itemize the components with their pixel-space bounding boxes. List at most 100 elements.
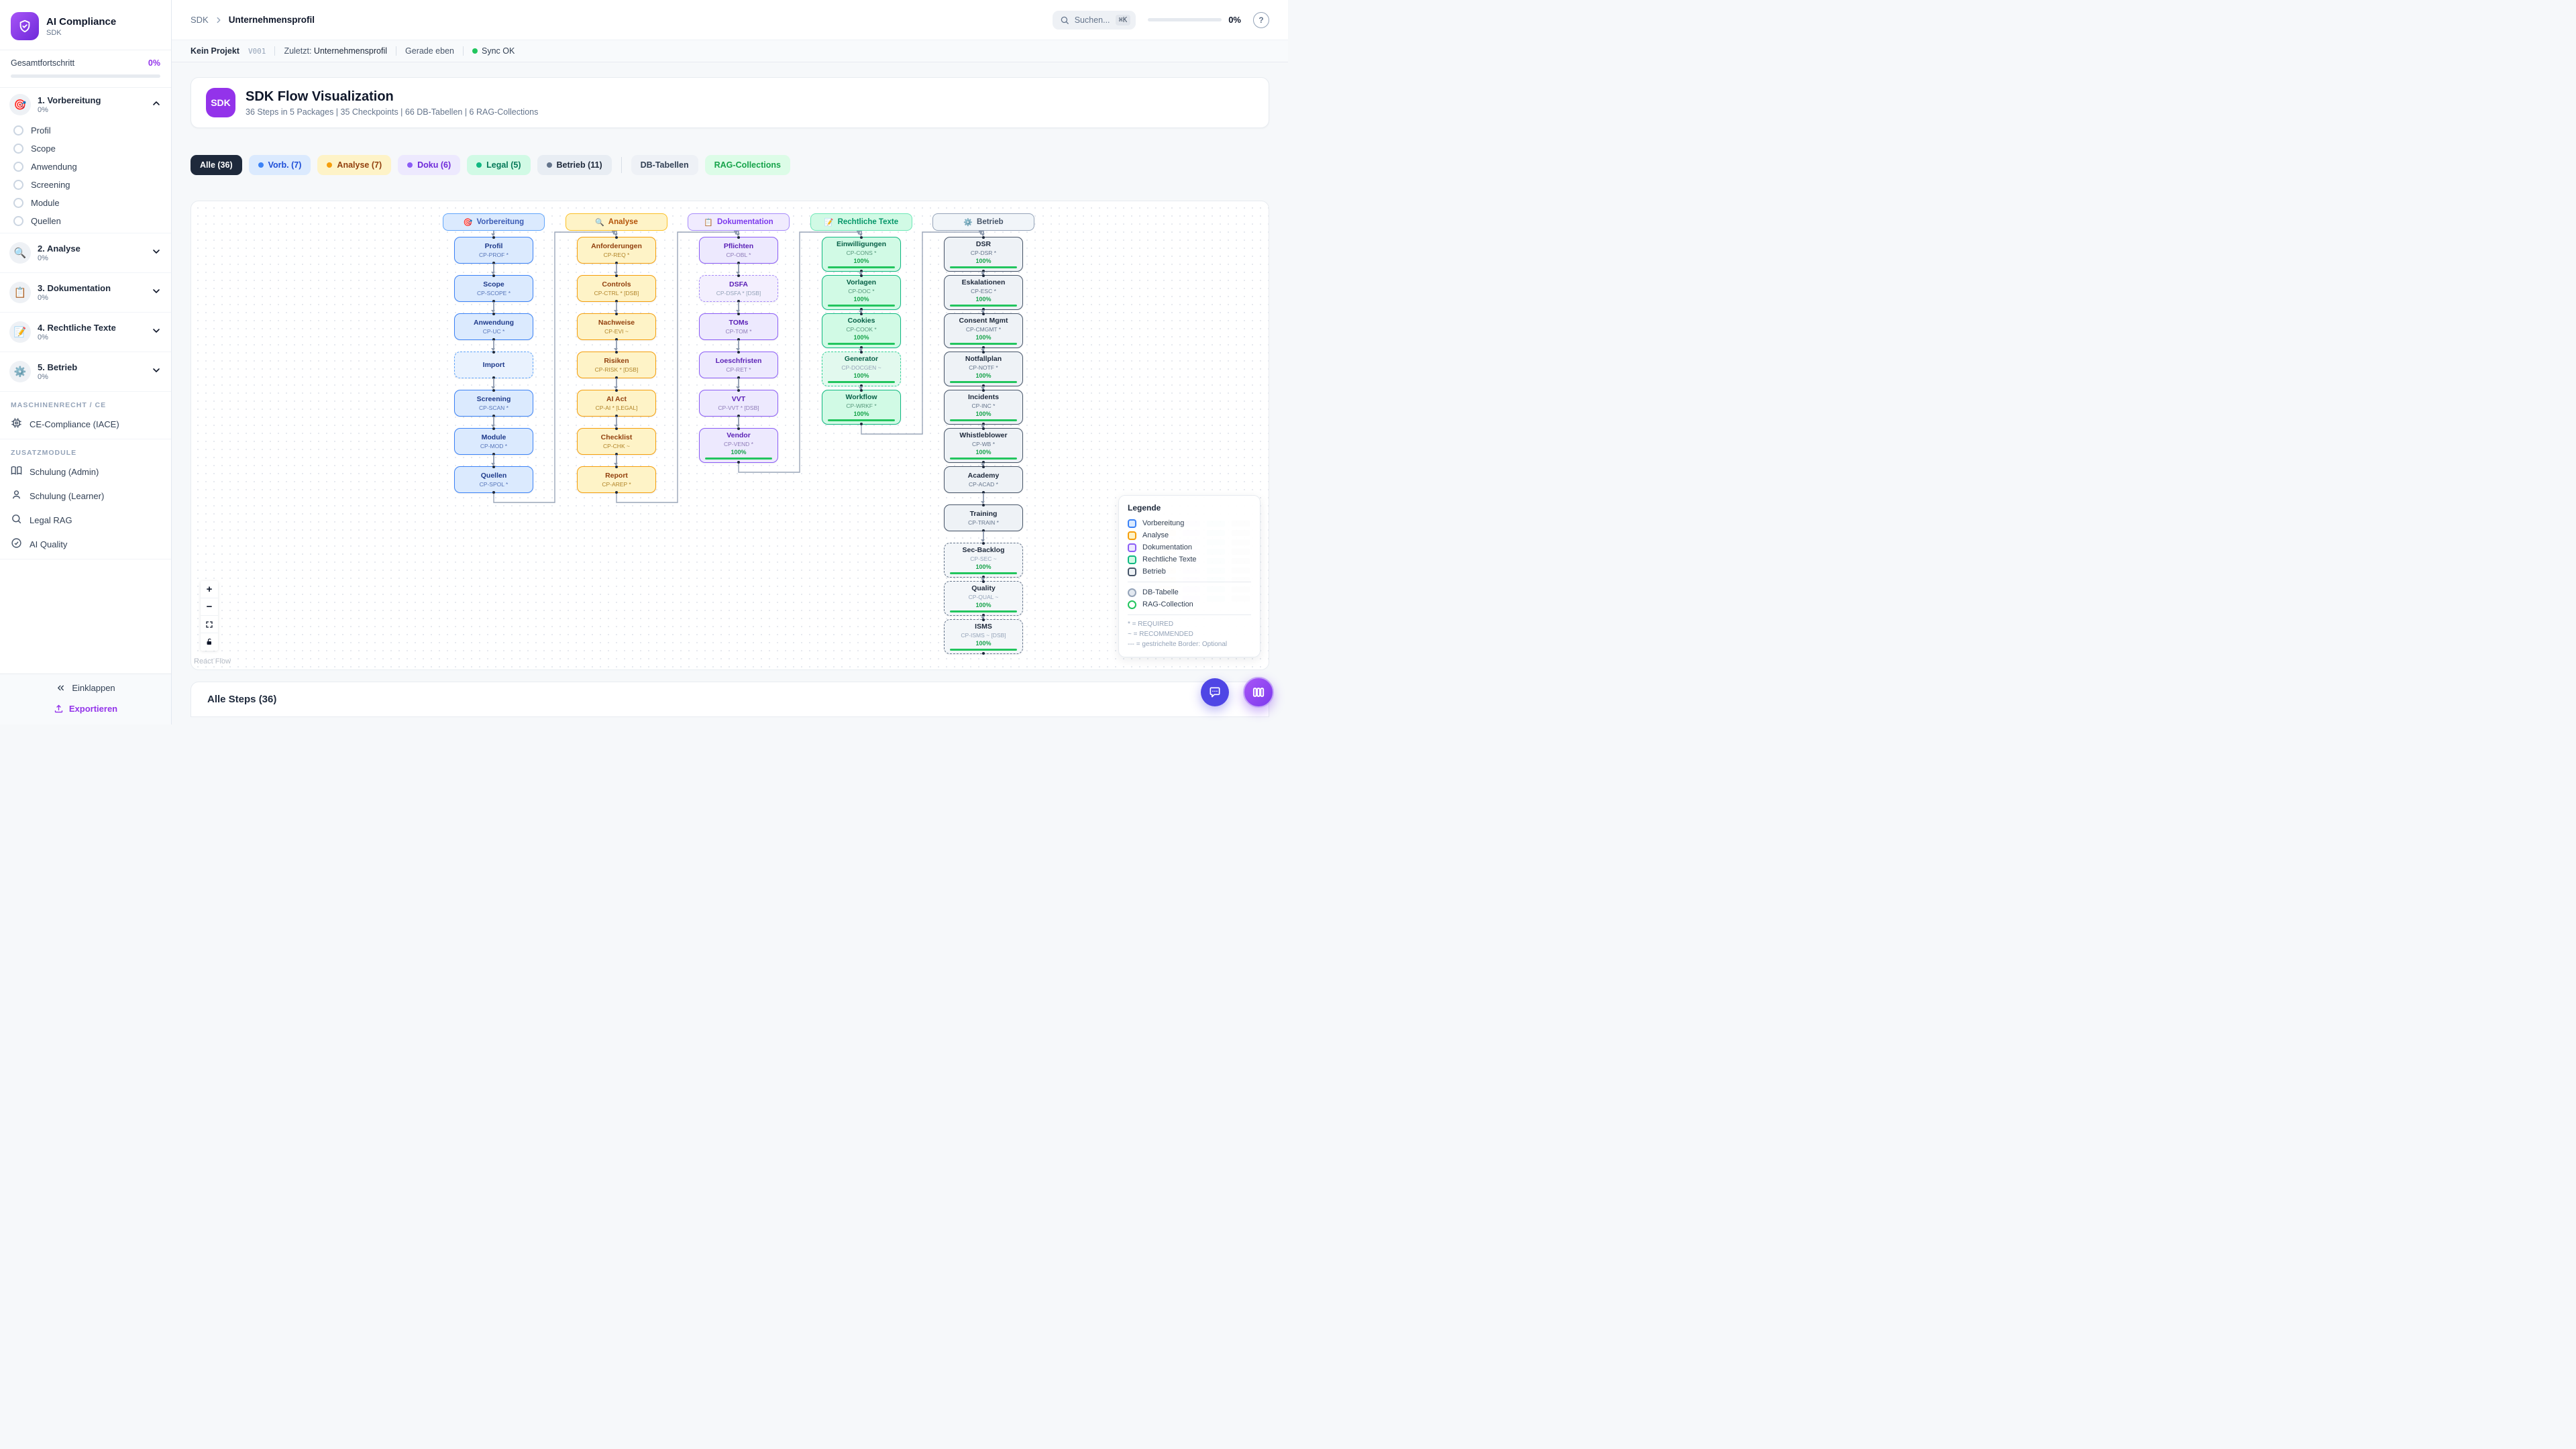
flow-edge	[492, 302, 495, 313]
filter-chip-alle-36-[interactable]: Alle (36)	[191, 155, 242, 175]
zoom-in-button[interactable]: +	[201, 581, 218, 598]
legend-label: Vorbereitung	[1142, 519, 1185, 527]
chevron-up-icon	[151, 98, 162, 112]
sidebar-item-schulung-learner-[interactable]: Schulung (Learner)	[0, 484, 171, 508]
node-title: Screening	[476, 395, 511, 403]
node-title: Quellen	[480, 472, 507, 480]
filter-chip-analyse-7-[interactable]: Analyse (7)	[317, 155, 392, 175]
package-emoji-icon: 📋	[704, 218, 713, 227]
panel-toggle-button[interactable]	[1243, 677, 1274, 708]
sidebar-item-label: Quellen	[31, 216, 61, 226]
export-button[interactable]: Exportieren	[11, 704, 160, 714]
node-title: Nachweise	[598, 319, 635, 327]
flow-edge	[737, 302, 740, 313]
lock-toggle-button[interactable]	[201, 633, 218, 651]
sidebar-item-profil[interactable]: Profil	[0, 121, 171, 140]
chip-dot	[546, 162, 552, 168]
fit-view-button[interactable]	[201, 616, 218, 633]
breadcrumb-root[interactable]: SDK	[191, 15, 209, 25]
flow-edge	[492, 231, 495, 236]
collapse-sidebar-button[interactable]: Einklappen	[11, 683, 160, 693]
sidebar-item-ai-quality[interactable]: AI Quality	[0, 532, 171, 556]
node-title: Controls	[602, 280, 631, 288]
sidebar-item-quellen[interactable]: Quellen	[0, 212, 171, 230]
sidebar-item-label: Schulung (Learner)	[30, 490, 105, 501]
filter-chip-vorb-7-[interactable]: Vorb. (7)	[248, 155, 311, 175]
sidebar-item-anwendung[interactable]: Anwendung	[0, 158, 171, 176]
node-code: CP-REQ *	[603, 252, 630, 258]
filter-chip-db-tabellen[interactable]: DB-Tabellen	[631, 155, 698, 175]
filter-chip-betrieb-11-[interactable]: Betrieb (11)	[537, 155, 612, 175]
help-icon[interactable]: ?	[1253, 11, 1269, 28]
chat-button[interactable]	[1201, 678, 1229, 706]
search-icon	[1061, 16, 1069, 24]
flow-edge	[981, 348, 985, 352]
filter-chip-doku-6-[interactable]: Doku (6)	[398, 155, 461, 175]
filter-chip-rag-collections[interactable]: RAG-Collections	[704, 155, 790, 175]
sidebar-item-module[interactable]: Module	[0, 194, 171, 212]
sidebar-item-ce-compliance-iace-[interactable]: CE-Compliance (IACE)	[0, 412, 171, 436]
chip-label: Legal (5)	[486, 160, 521, 170]
sidebar-item-schulung-admin-[interactable]: Schulung (Admin)	[0, 460, 171, 484]
sidebar-item-legal-rag[interactable]: Legal RAG	[0, 508, 171, 532]
node-title: Whistleblower	[959, 431, 1008, 439]
node-code: CP-EVI ~	[604, 328, 629, 335]
search-input[interactable]: Suchen... ⌘K	[1052, 10, 1136, 30]
zoom-out-button[interactable]: −	[201, 598, 218, 616]
sidebar-item-scope[interactable]: Scope	[0, 140, 171, 158]
legend-row-db-tabelle: DB-Tabelle	[1128, 586, 1251, 598]
flow-node-import[interactable]: Import	[454, 352, 533, 378]
section-progress: 0%	[38, 373, 48, 381]
check-circle-icon	[11, 537, 22, 551]
sidebar-item-screening[interactable]: Screening	[0, 176, 171, 194]
divider	[0, 391, 171, 392]
node-code: CP-VEND *	[724, 440, 753, 447]
node-progress-bar	[828, 266, 895, 269]
node-progress-value: 100%	[975, 257, 991, 264]
legend-circle	[1128, 588, 1136, 597]
filter-chip-legal-5-[interactable]: Legal (5)	[467, 155, 531, 175]
